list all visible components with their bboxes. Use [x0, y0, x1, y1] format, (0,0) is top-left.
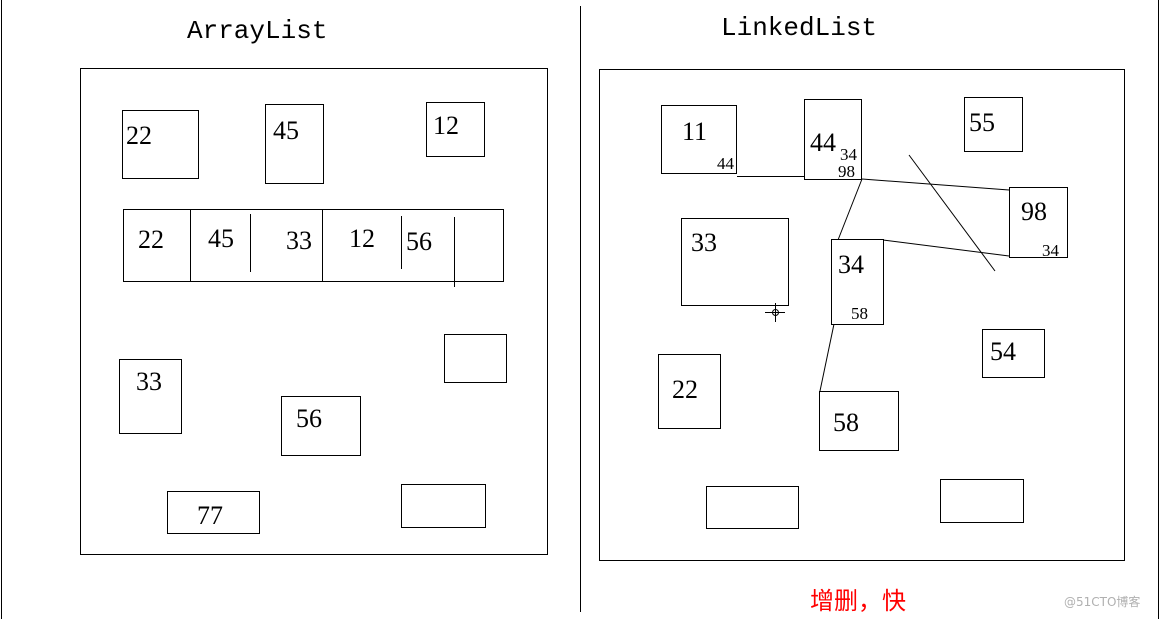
arraylist-box-label: 77: [197, 501, 223, 530]
arraylist-empty-box: [444, 334, 507, 383]
node-33: 33: [681, 218, 789, 306]
node-55: 55: [964, 97, 1023, 152]
node-next-pointer: 58: [851, 304, 868, 323]
linkedlist-empty-box: [706, 486, 799, 529]
node-value: 58: [833, 408, 859, 437]
node-98: 98 34: [1009, 187, 1068, 260]
array-cell-value: 56: [406, 227, 432, 256]
node-58: 58: [819, 391, 899, 451]
arraylist-box-45: 45: [265, 104, 324, 184]
linkedlist-title: LinkedList: [721, 13, 877, 43]
node-next-pointer: 34: [1042, 241, 1060, 260]
node-34: 34 58: [831, 239, 884, 325]
node-11: 11 44: [661, 105, 737, 174]
node-prev-pointer: 98: [838, 162, 855, 181]
strike-through-line: [908, 154, 996, 272]
node-next-pointer: 44: [717, 154, 735, 173]
node-value: 22: [672, 375, 698, 404]
node-value: 44: [810, 128, 836, 157]
arraylist-title: ArrayList: [187, 16, 327, 46]
arraylist-box-label: 33: [136, 367, 162, 396]
watermark: @51CTO博客: [1064, 594, 1140, 609]
node-value: 54: [990, 337, 1016, 366]
linkedlist-empty-box: [940, 479, 1024, 523]
crosshair-cursor-icon: [765, 303, 785, 322]
arraylist-box-label: 22: [126, 121, 152, 150]
array-cell-value: 12: [349, 224, 375, 253]
link-34-to-58: [819, 323, 835, 392]
array-cell-value: 33: [286, 226, 312, 255]
node-value: 98: [1021, 197, 1047, 226]
arraylist-box-56: 56: [281, 396, 361, 456]
node-value: 11: [682, 117, 707, 146]
array-cell-value: 45: [208, 224, 234, 253]
node-value: 33: [691, 228, 717, 257]
arraylist-box-77: 77: [167, 491, 260, 534]
link-44-to-34: [837, 178, 863, 241]
node-next-pointer: 34: [840, 145, 858, 164]
arraylist-box-12: 12: [426, 102, 485, 157]
linkedlist-links: [737, 154, 1010, 392]
arraylist-box-label: 56: [296, 404, 322, 433]
arraylist-box-33: 33: [119, 359, 182, 434]
arraylist-empty-box: [401, 484, 486, 528]
node-value: 55: [969, 108, 995, 137]
link-34-to-98: [882, 239, 1010, 257]
node-value: 34: [838, 250, 864, 279]
node-54: 54: [982, 329, 1045, 378]
linkedlist-note: 增删，快: [810, 587, 906, 615]
arraylist-array-block: 22 45 33 12 56: [123, 209, 504, 287]
array-cell-value: 22: [138, 225, 164, 254]
link-44-to-98: [861, 178, 1010, 191]
arraylist-box-label: 45: [273, 116, 299, 145]
arraylist-box-label: 12: [433, 111, 459, 140]
node-44: 44 34 98: [804, 99, 862, 181]
node-22: 22: [658, 354, 721, 429]
arraylist-box-22: 22: [122, 110, 199, 179]
